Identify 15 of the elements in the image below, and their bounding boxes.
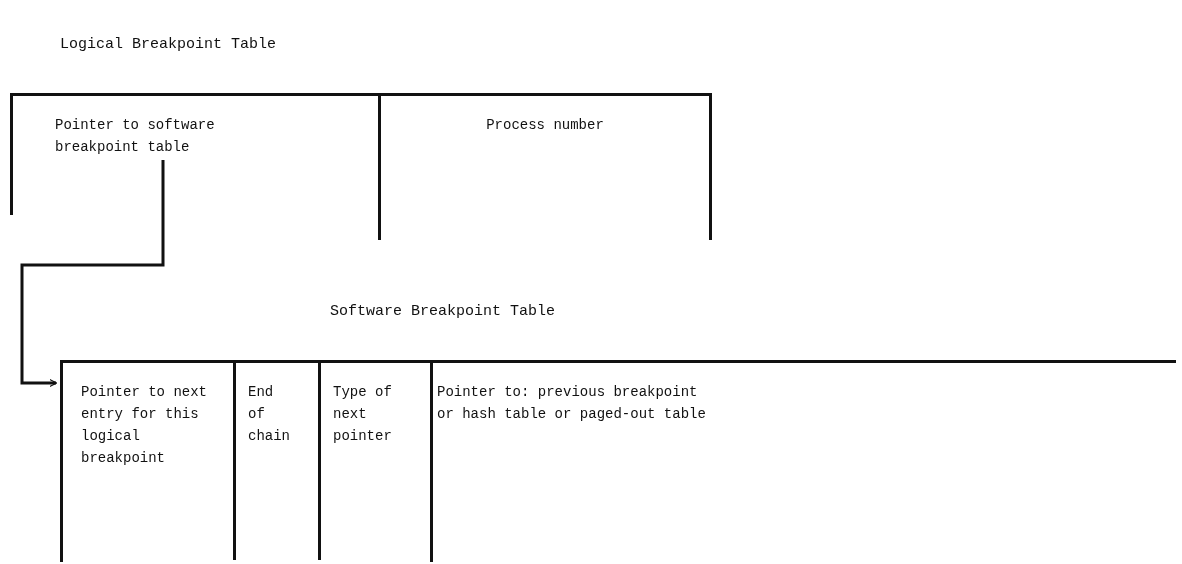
table-cell — [10, 93, 378, 215]
table-title: Logical Breakpoint Table — [59, 35, 278, 55]
connector-arrow — [20, 160, 165, 388]
field-text: End of chain — [248, 383, 291, 446]
field-text: Pointer to: previous breakpoint or hash table or paged-out table — [437, 383, 707, 424]
table-cell — [378, 93, 712, 240]
field-text: Pointer to software breakpoint table — [55, 116, 216, 157]
table-cell — [233, 360, 318, 560]
table-cell — [318, 360, 430, 560]
table-cell — [60, 360, 233, 562]
field-text: Type of next pointer — [333, 383, 393, 446]
table-title: Software Breakpoint Table — [329, 302, 557, 322]
field-text: Pointer to next entry for this logical breakpoint — [81, 383, 209, 468]
field-text: Process number — [485, 116, 605, 135]
table-cell — [430, 360, 1176, 562]
